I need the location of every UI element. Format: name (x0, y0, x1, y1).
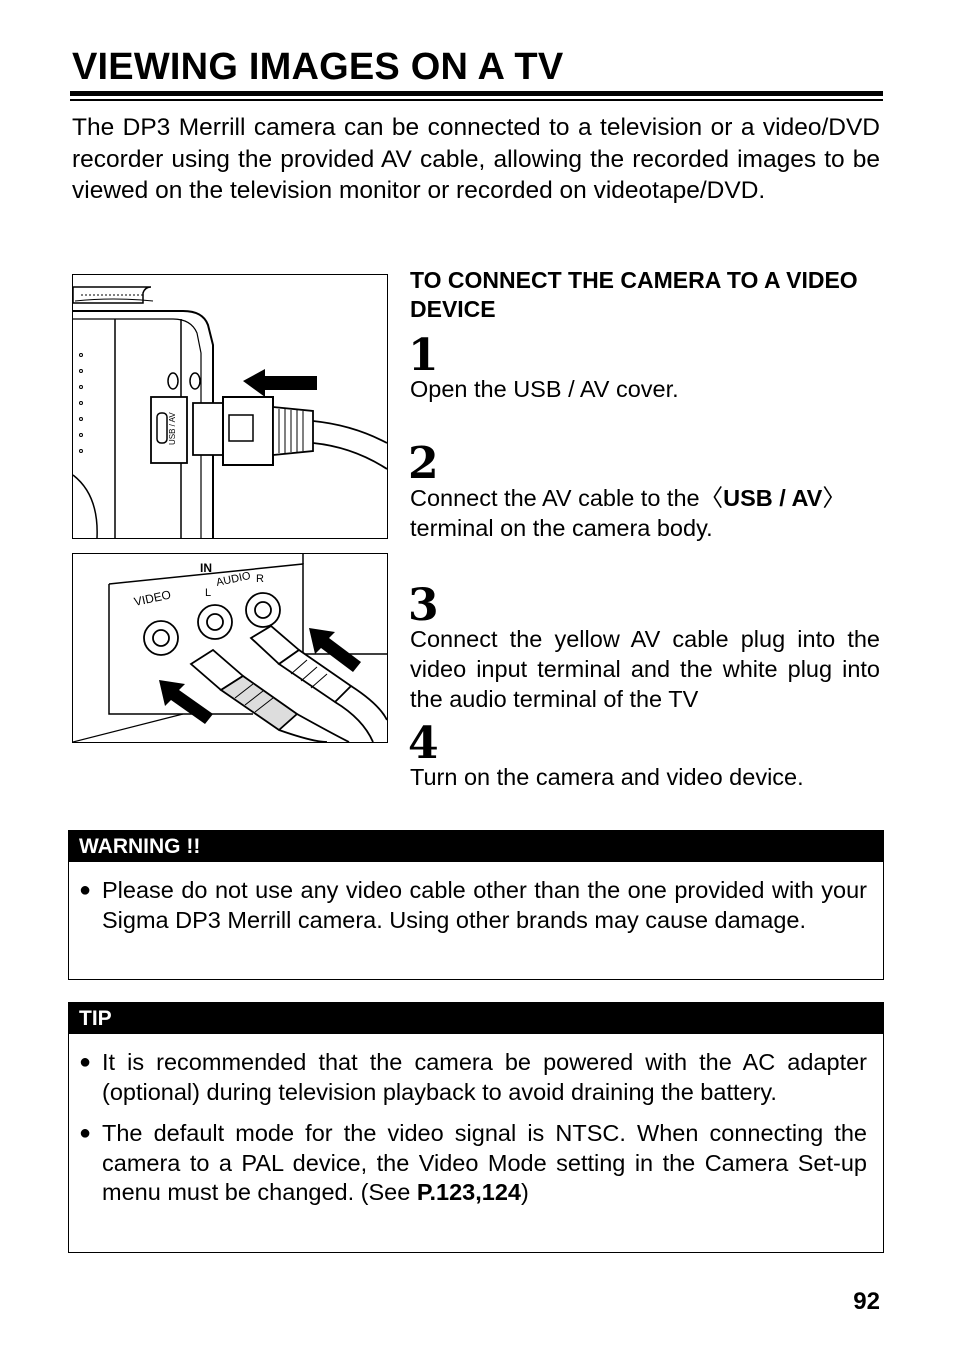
tip-item-text: It is recommended that the camera be pow… (102, 1049, 867, 1105)
page-reference: P.123,124 (416, 1179, 521, 1205)
bullet-icon: ● (79, 879, 92, 901)
step-number-1: 1 (408, 330, 439, 381)
title-rule-thick (70, 91, 883, 96)
tv-terminal-illustration: VIDEO IN AUDIO L R (72, 553, 388, 743)
tip-item-text-end: ) (520, 1179, 529, 1205)
in-label: IN (200, 561, 212, 575)
step-number-2: 2 (408, 438, 439, 489)
warning-list: ● Please do not use any video cable other… (69, 862, 883, 949)
tip-item: ● It is recommended that the camera be po… (79, 1048, 867, 1107)
angle-close: 〉 (822, 485, 846, 511)
audio-arrow-icon (309, 628, 361, 672)
step-2-text-before: Connect the AV cable to the (410, 485, 700, 511)
tip-item: ● The default mode for the video signal i… (79, 1119, 867, 1208)
page-number: 92 (853, 1288, 880, 1315)
step-3-text: Connect the yellow AV cable plug into th… (410, 626, 880, 712)
warning-box: WARNING !! ● Please do not use any video … (68, 830, 884, 980)
step-1-text: Open the USB / AV cover. (410, 376, 679, 402)
page-title: VIEWING IMAGES ON A TV (72, 46, 564, 88)
left-label: L (205, 587, 211, 599)
tip-header: TIP (69, 1003, 883, 1034)
tip-box: TIP ● It is recommended that the camera b… (68, 1002, 884, 1253)
right-label: R (256, 573, 264, 585)
steps-heading: TO CONNECT THE CAMERA TO A VIDEO DEVICE (410, 267, 858, 322)
step-number-4: 4 (408, 718, 439, 769)
warning-item: ● Please do not use any video cable other… (79, 876, 867, 935)
title-rule-thin (70, 99, 883, 101)
bullet-icon: ● (79, 1051, 92, 1073)
step-number-3: 3 (408, 580, 439, 631)
bullet-icon: ● (79, 1122, 92, 1144)
warning-header: WARNING !! (69, 831, 883, 862)
insert-arrow-icon (243, 369, 317, 397)
step-2-text: Connect the AV cable to the〈USB / AV〉 ter… (410, 483, 880, 543)
camera-terminal-illustration: USB / AV (72, 274, 388, 539)
warning-item-text: Please do not use any video cable other … (102, 877, 867, 933)
tip-list: ● It is recommended that the camera be po… (69, 1034, 883, 1222)
terminal-label: USB / AV (168, 412, 177, 445)
video-label: VIDEO (133, 587, 172, 608)
intro-paragraph: The DP3 Merrill camera can be connected … (72, 114, 880, 204)
angle-open: 〈 (699, 485, 724, 511)
video-arrow-icon (159, 680, 213, 724)
step-2-text-after: terminal on the camera body. (410, 515, 713, 541)
step-4-text: Turn on the camera and video device. (410, 764, 804, 790)
terminal-name: USB / AV (723, 485, 823, 511)
tip-item-text: The default mode for the video signal is… (102, 1120, 867, 1205)
